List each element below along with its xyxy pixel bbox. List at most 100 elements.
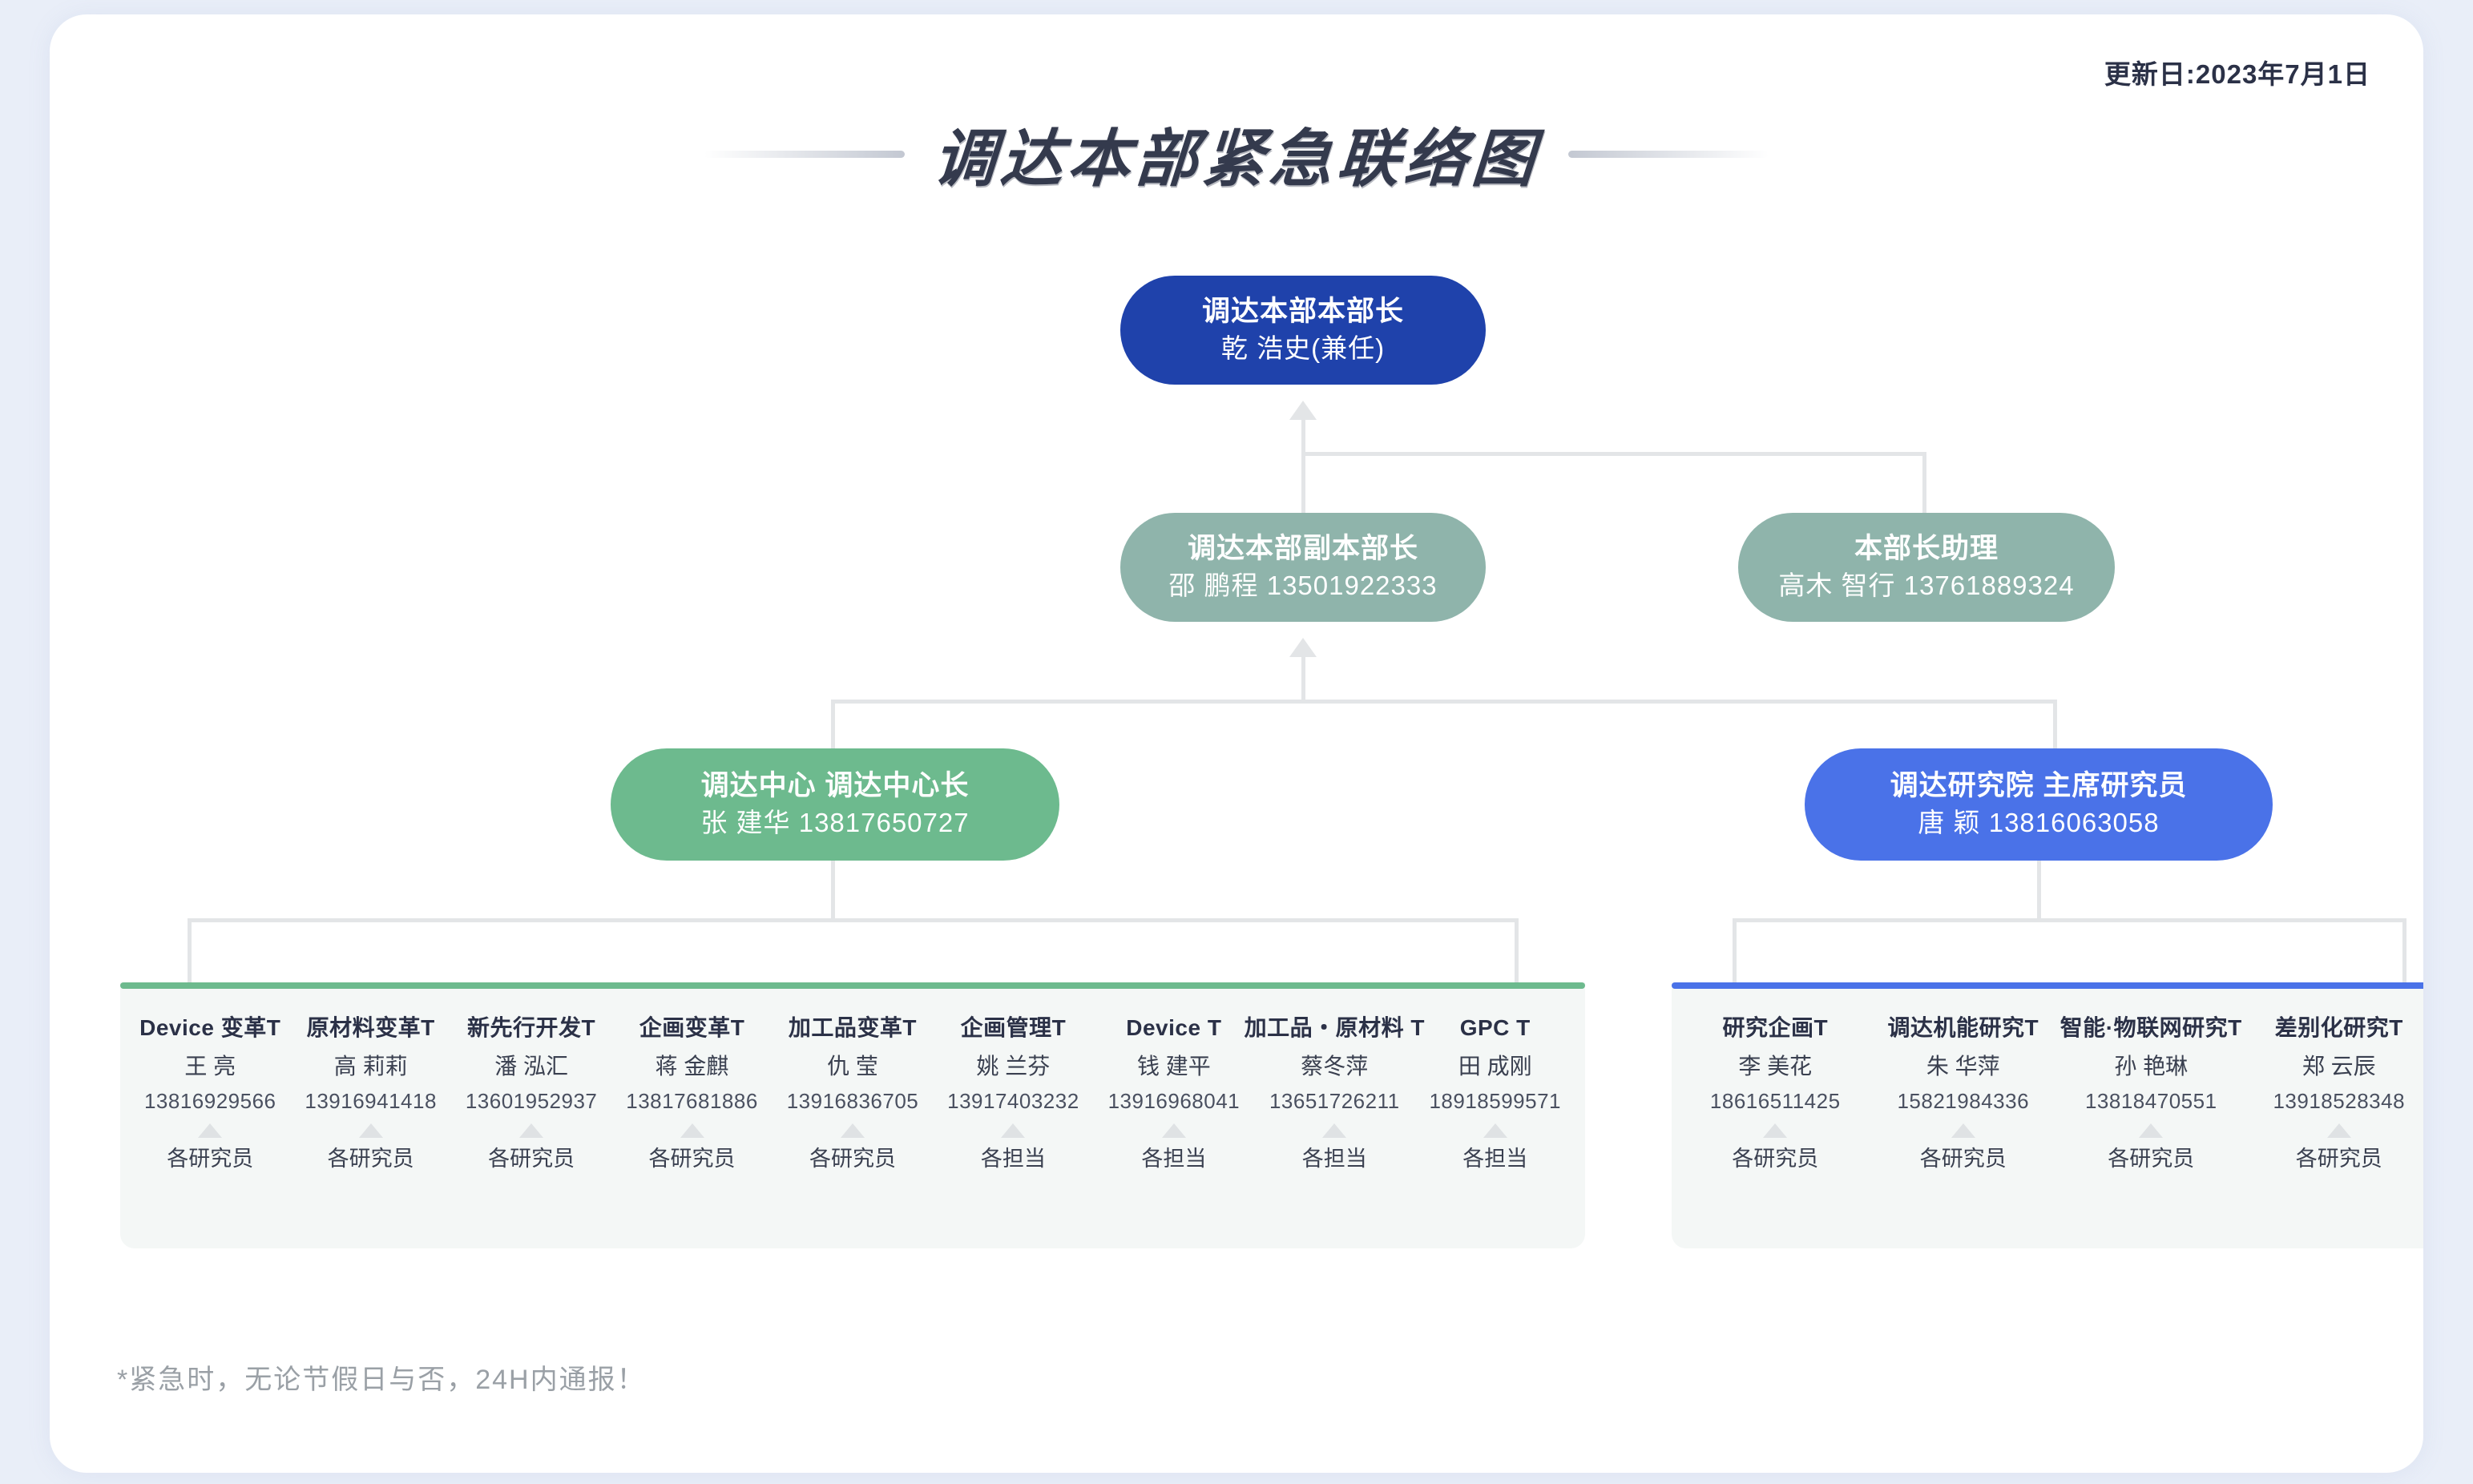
team-member-role: 各研究员: [1919, 1147, 2007, 1171]
team-member-role: 各担当: [980, 1147, 1046, 1171]
team-leader-phone: 15821984336: [1897, 1089, 2030, 1114]
team-title: 智能·物联网研究T: [2059, 1015, 2242, 1040]
team-leader-phone: 13916968041: [1107, 1089, 1241, 1114]
node-procurement-center[interactable]: 调达中心 调达中心长 张 建华 13817650727: [611, 748, 1059, 861]
team-column[interactable]: Device T 钱 建平 13916968041 各担当: [1094, 1014, 1254, 1172]
team-title: 调达机能研究T: [1887, 1015, 2039, 1040]
panel-research-institute-teams: 研究企画T 李 美花 18616511425 各研究员 调达机能研究T 朱 华萍 15821…: [1672, 982, 2423, 1248]
team-leader-phone: 13651726211: [1269, 1089, 1400, 1114]
triangle-up-icon: [1483, 1123, 1507, 1139]
update-date: 更新日:2023年7月1日: [2104, 59, 2370, 89]
team-list-center: Device 变革T 王 亮 13816929566 各研究员 原材料变革T 高 莉莉 13…: [120, 989, 1585, 1248]
team-leader-phone: 13816929566: [143, 1089, 276, 1114]
team-leader-phone: 13817681886: [626, 1089, 758, 1114]
footer-note: *紧急时，无论节假日与否，24H内通报！: [117, 1365, 646, 1395]
triangle-up-icon: [2139, 1123, 2164, 1139]
team-leader-name: 李 美花: [1738, 1053, 1813, 1079]
team-leader-name: 朱 华萍: [1926, 1053, 2000, 1079]
node-chief-assistant[interactable]: 本部长助理 高木 智行 13761889324: [1738, 513, 2115, 622]
connector-institute-bracket-left: [1733, 918, 1737, 984]
team-member-role: 各研究员: [167, 1147, 254, 1171]
connector-row3-horizontal: [831, 700, 2057, 704]
panel-center-accent-rule: [120, 982, 1585, 989]
team-member-role: 各担当: [1141, 1147, 1207, 1171]
team-title: 新先行开发T: [467, 1015, 596, 1040]
team-leader-phone: 18616511425: [1709, 1089, 1841, 1114]
panel-procurement-center-teams: Device 变革T 王 亮 13816929566 各研究员 原材料变革T 高 莉莉 13…: [120, 982, 1585, 1248]
node-institute-title: 调达研究院 主席研究员: [1890, 769, 2188, 801]
team-list-institute: 研究企画T 李 美花 18616511425 各研究员 调达机能研究T 朱 华萍 15821…: [1672, 989, 2423, 1248]
triangle-up-icon: [1951, 1123, 1975, 1139]
team-title: 研究企画T: [1722, 1015, 1829, 1040]
team-leader-phone: 13916941418: [305, 1089, 437, 1114]
connector-down-to-institute: [2053, 700, 2057, 749]
team-title: 企画管理T: [960, 1015, 1067, 1040]
node-division-chief[interactable]: 调达本部本部长 乾 浩史(兼任): [1120, 276, 1486, 385]
triangle-up-icon: [358, 1123, 383, 1139]
team-column[interactable]: 企画管理T 姚 兰芬 13917403232 各担当: [933, 1014, 1093, 1172]
connector-center-panel-bracket: [188, 918, 1518, 922]
connector-center-bracket-left: [188, 918, 192, 984]
team-leader-phone: 13918528348: [2273, 1089, 2406, 1114]
team-leader-phone: 13917403232: [947, 1089, 1079, 1114]
node-vice-title: 调达本部副本部长: [1187, 532, 1418, 564]
triangle-up-icon: [1763, 1123, 1788, 1139]
team-member-role: 各研究员: [488, 1147, 575, 1171]
triangle-up-icon: [1161, 1123, 1186, 1139]
team-leader-phone: 13818470551: [2084, 1089, 2217, 1114]
team-title: Device T: [1126, 1015, 1222, 1040]
team-column[interactable]: 研究企画T 李 美花 18616511425 各研究员: [1681, 1014, 1870, 1172]
team-leader-name: 钱 建平: [1136, 1053, 1211, 1079]
node-research-institute[interactable]: 调达研究院 主席研究员 唐 颖 13816063058: [1805, 748, 2273, 861]
node-assistant-person: 高木 智行 13761889324: [1778, 571, 2075, 601]
team-title: Device 变革T: [139, 1015, 281, 1040]
connector-arrow-to-chief: [1289, 401, 1317, 420]
team-title: 加工品・原材料 T: [1244, 1015, 1425, 1040]
connector-institute-to-panel: [2037, 861, 2041, 918]
team-member-role: 各研究员: [809, 1147, 896, 1171]
team-leader-name: 姚 兰芬: [976, 1053, 1051, 1079]
team-leader-name: 蔡冬萍: [1301, 1053, 1369, 1079]
team-column[interactable]: 调达机能研究T 朱 华萍 15821984336 各研究员: [1870, 1014, 2058, 1172]
team-leader-name: 高 莉莉: [333, 1053, 408, 1079]
team-leader-phone: 13916836705: [786, 1089, 919, 1114]
chart-card: 更新日:2023年7月1日 调达本部紧急联络图 调达本部本部长 乾 浩史(兼任)…: [50, 14, 2423, 1473]
triangle-up-icon: [198, 1123, 223, 1139]
team-column[interactable]: 智能·物联网研究T 孙 艳琳 13818470551 各研究员: [2057, 1014, 2245, 1172]
team-leader-name: 田 成刚: [1458, 1053, 1532, 1079]
title-rule-left-decoration: [704, 150, 905, 158]
connector-vice-to-chief: [1301, 418, 1305, 514]
triangle-up-icon: [840, 1123, 865, 1139]
team-leader-name: 孙 艳琳: [2114, 1053, 2189, 1079]
page-title: 调达本部紧急联络图: [930, 123, 1542, 196]
triangle-up-icon: [1001, 1123, 1026, 1139]
team-title: 企画变革T: [639, 1015, 745, 1040]
node-institute-person: 唐 颖 13816063058: [1918, 808, 2160, 838]
connector-center-to-panel: [831, 861, 835, 918]
connector-arrow-to-vice: [1289, 638, 1317, 657]
team-member-role: 各研究员: [2108, 1147, 2195, 1171]
team-title: GPC T: [1459, 1015, 1531, 1040]
node-deputy-division-chief[interactable]: 调达本部副本部长 邵 鹏程 13501922333: [1120, 513, 1486, 622]
team-leader-name: 王 亮: [184, 1053, 236, 1079]
node-vice-person: 邵 鹏程 13501922333: [1168, 571, 1438, 601]
team-leader-name: 潘 泓汇: [494, 1053, 568, 1079]
node-center-title: 调达中心 调达中心长: [700, 769, 970, 801]
connector-chief-horizontal: [1301, 452, 1926, 456]
team-leader-name: 郑 云辰: [2302, 1053, 2376, 1079]
team-column[interactable]: Device 变革T 王 亮 13816929566 各研究员: [130, 1014, 290, 1172]
panel-institute-accent-rule: [1672, 982, 2423, 989]
node-center-person: 张 建华 13817650727: [700, 808, 970, 838]
team-member-role: 各担当: [1462, 1147, 1528, 1171]
connector-institute-bracket-right: [2402, 918, 2406, 984]
team-member-role: 各研究员: [1732, 1147, 1819, 1171]
team-title: 原材料变革T: [306, 1015, 435, 1040]
title-block: 调达本部紧急联络图: [50, 109, 2423, 199]
